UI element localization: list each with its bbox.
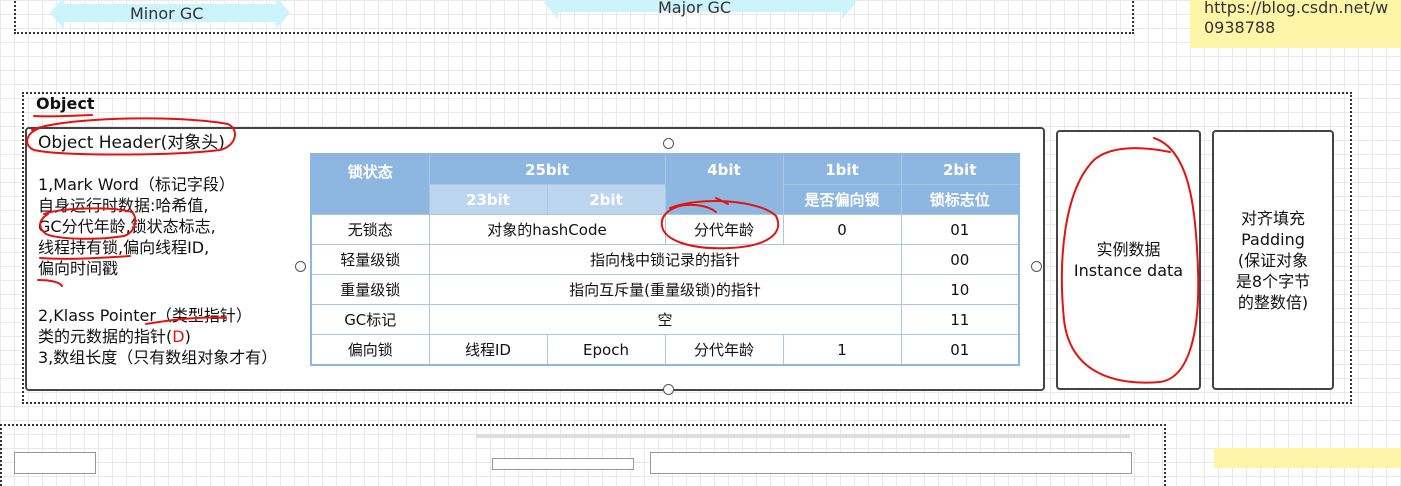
note-line-2: 0938788 xyxy=(1204,18,1276,37)
object-title: Object xyxy=(36,94,95,113)
table-cell: 指向互斥量(重量级锁)的指针 xyxy=(428,274,902,305)
instance-line-2: Instance data xyxy=(1073,261,1184,280)
table-row: GC标记 空 11 xyxy=(310,304,1020,335)
padding-line-5: 的整数倍) xyxy=(1237,292,1309,312)
table-cell: GC标记 xyxy=(310,304,430,335)
table-cell: 指向栈中锁记录的指针 xyxy=(428,244,902,275)
table-cell: 线程ID xyxy=(428,334,548,366)
table-cell: 对象的hashCode xyxy=(428,214,666,245)
table-row: 偏向锁 线程ID Epoch 分代年龄 1 01 xyxy=(310,334,1020,366)
sticky-note[interactable]: https://blog.csdn.net/w 0938788 xyxy=(1190,0,1401,48)
padding-line-3: (保证对象 xyxy=(1237,250,1309,270)
header-2bit: 2bit xyxy=(900,153,1020,185)
bottom-shape-3 xyxy=(650,452,1132,474)
table-cell: 11 xyxy=(900,304,1020,335)
mark-word-line-4: 偏向时间戳 xyxy=(38,259,119,278)
object-container xyxy=(22,92,1352,404)
resize-handle-top[interactable] xyxy=(663,138,674,149)
top-dotted-container xyxy=(14,0,1134,34)
table-cell: 无锁态 xyxy=(310,214,430,245)
array-length-text: 3,数组长度（只有数组对象才有） xyxy=(38,348,278,367)
minor-gc-arrow xyxy=(50,0,290,29)
mark-word-line-3: 线程持有锁,偏向线程ID, xyxy=(38,238,210,257)
table-cell: 偏向锁 xyxy=(310,334,430,366)
bottom-divider xyxy=(476,434,1130,438)
table-row: 重量级锁 指向互斥量(重量级锁)的指针 10 xyxy=(310,274,1020,305)
klass-pointer-mark: D xyxy=(172,327,185,346)
header-biased-flag: 是否偏向锁 xyxy=(782,184,902,215)
major-gc-arrow xyxy=(544,0,856,19)
header-25bit: 25bit xyxy=(428,153,666,185)
object-header-title: Object Header(对象头) xyxy=(38,133,225,153)
table-header-row: 锁状态 25bit 4bit 1bit 2bit xyxy=(310,153,1020,215)
table-row: 无锁态 对象的hashCode 分代年龄 0 01 xyxy=(310,214,1020,245)
table-cell: Epoch xyxy=(546,334,666,366)
instance-line-1: 实例数据 xyxy=(1096,240,1161,259)
major-gc-label: Major GC xyxy=(658,0,732,17)
table-cell: 0 xyxy=(782,214,902,245)
header-lock-state: 锁状态 xyxy=(310,153,430,215)
padding-line-4: 是8个字节 xyxy=(1235,271,1311,291)
table-subheader-row: 23bit 2bit 是否偏向锁 锁标志位 xyxy=(311,184,1020,215)
table-cell: 01 xyxy=(900,214,1020,245)
instance-data-box[interactable]: 实例数据 Instance data xyxy=(1056,130,1201,390)
sticky-note-2[interactable] xyxy=(1214,448,1401,468)
table-cell: 01 xyxy=(900,334,1020,366)
table-cell: 1 xyxy=(782,334,902,366)
table-cell: 10 xyxy=(900,274,1020,305)
table-cell: 轻量级锁 xyxy=(310,244,430,275)
mark-word-title: 1,Mark Word（标记字段） xyxy=(38,175,235,194)
table-row: 轻量级锁 指向栈中锁记录的指针 00 xyxy=(310,244,1020,275)
bottom-dotted-container xyxy=(0,424,1166,486)
header-2bit-sub: 2bit xyxy=(546,184,666,215)
padding-line-2: Padding xyxy=(1241,229,1305,249)
klass-pointer-line: 类的元数据的指针(D) xyxy=(38,327,191,346)
header-23bit: 23bit xyxy=(428,184,548,215)
mark-word-line-1: 自身运行时数据:哈希值, xyxy=(38,196,209,215)
table-cell: 重量级锁 xyxy=(310,274,430,305)
header-4bit: 4bit xyxy=(664,153,784,215)
header-1bit: 1bit xyxy=(782,153,902,185)
note-line-1: https://blog.csdn.net/w xyxy=(1204,0,1389,17)
bottom-shape-1 xyxy=(14,452,96,474)
mark-word-table: 锁状态 25bit 4bit 1bit 2bit 23bit 2bit 是否偏向… xyxy=(310,153,1020,366)
klass-pointer-title: 2,Klass Pointer（类型指针） xyxy=(38,306,252,325)
table-cell: 00 xyxy=(900,244,1020,275)
padding-line-1: 对齐填充 xyxy=(1240,208,1305,228)
header-lock-flag: 锁标志位 xyxy=(900,184,1020,215)
resize-handle-bottom[interactable] xyxy=(663,384,674,395)
table-cell: 分代年龄 xyxy=(664,334,784,366)
minor-gc-label: Minor GC xyxy=(130,4,204,23)
mark-word-line-2: GC分代年龄,锁状态标志, xyxy=(38,217,216,236)
padding-box[interactable]: 对齐填充 Padding (保证对象 是8个字节 的整数倍) xyxy=(1212,130,1334,390)
resize-handle-left[interactable] xyxy=(295,261,306,272)
resize-handle-right[interactable] xyxy=(1031,261,1042,272)
table-cell: 分代年龄 xyxy=(664,214,784,245)
table-cell: 空 xyxy=(428,304,902,335)
